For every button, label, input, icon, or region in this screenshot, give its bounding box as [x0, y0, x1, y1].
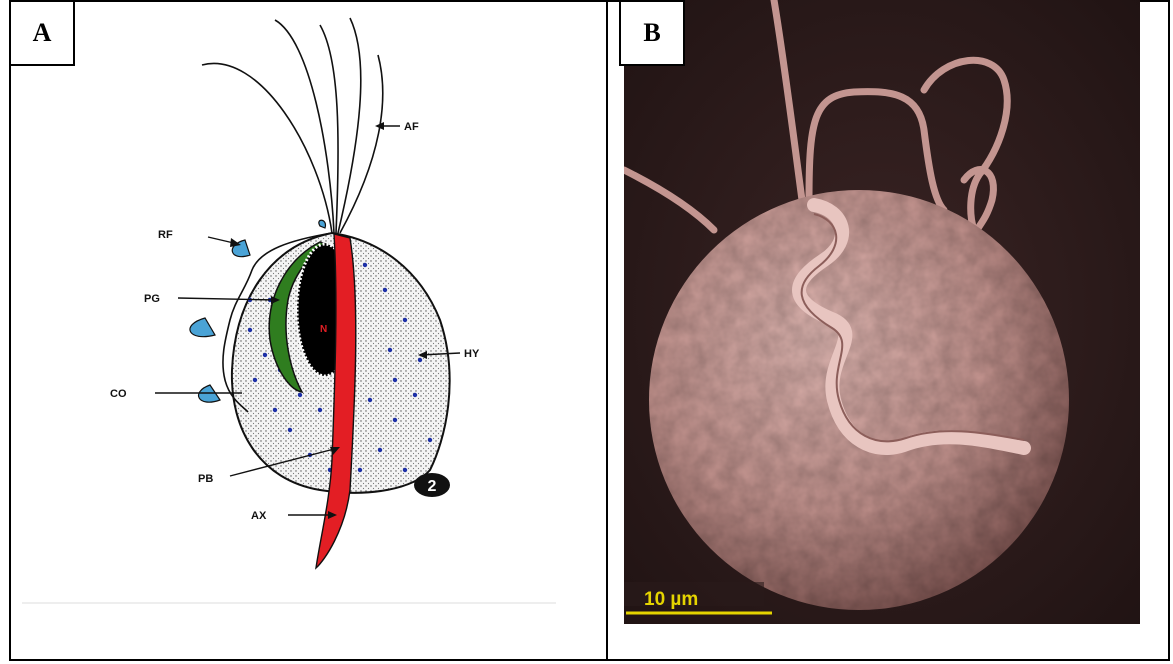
label-hy: HY — [464, 348, 480, 360]
label-pb: PB — [198, 473, 213, 485]
panel-a-badge: A — [9, 0, 75, 66]
label-ax: AX — [251, 510, 267, 522]
label-af: AF — [404, 121, 419, 133]
label-co: CO — [110, 388, 127, 400]
figure-number: 2 — [428, 478, 437, 495]
panel-b-badge: B — [619, 0, 685, 66]
label-pg: PG — [144, 293, 160, 305]
panel-b-micrograph: 10 µm — [624, 0, 1140, 624]
scale-bar-label: 10 µm — [644, 589, 698, 610]
label-rf: RF — [158, 229, 173, 241]
panel-a-diagram: N 2 AF RF PG CO HY PB AX — [20, 0, 560, 610]
nucleus-label: N — [320, 324, 327, 335]
panel-divider — [606, 0, 608, 661]
sem-cell-texture — [649, 190, 1069, 610]
anterior-flagella — [202, 18, 383, 233]
